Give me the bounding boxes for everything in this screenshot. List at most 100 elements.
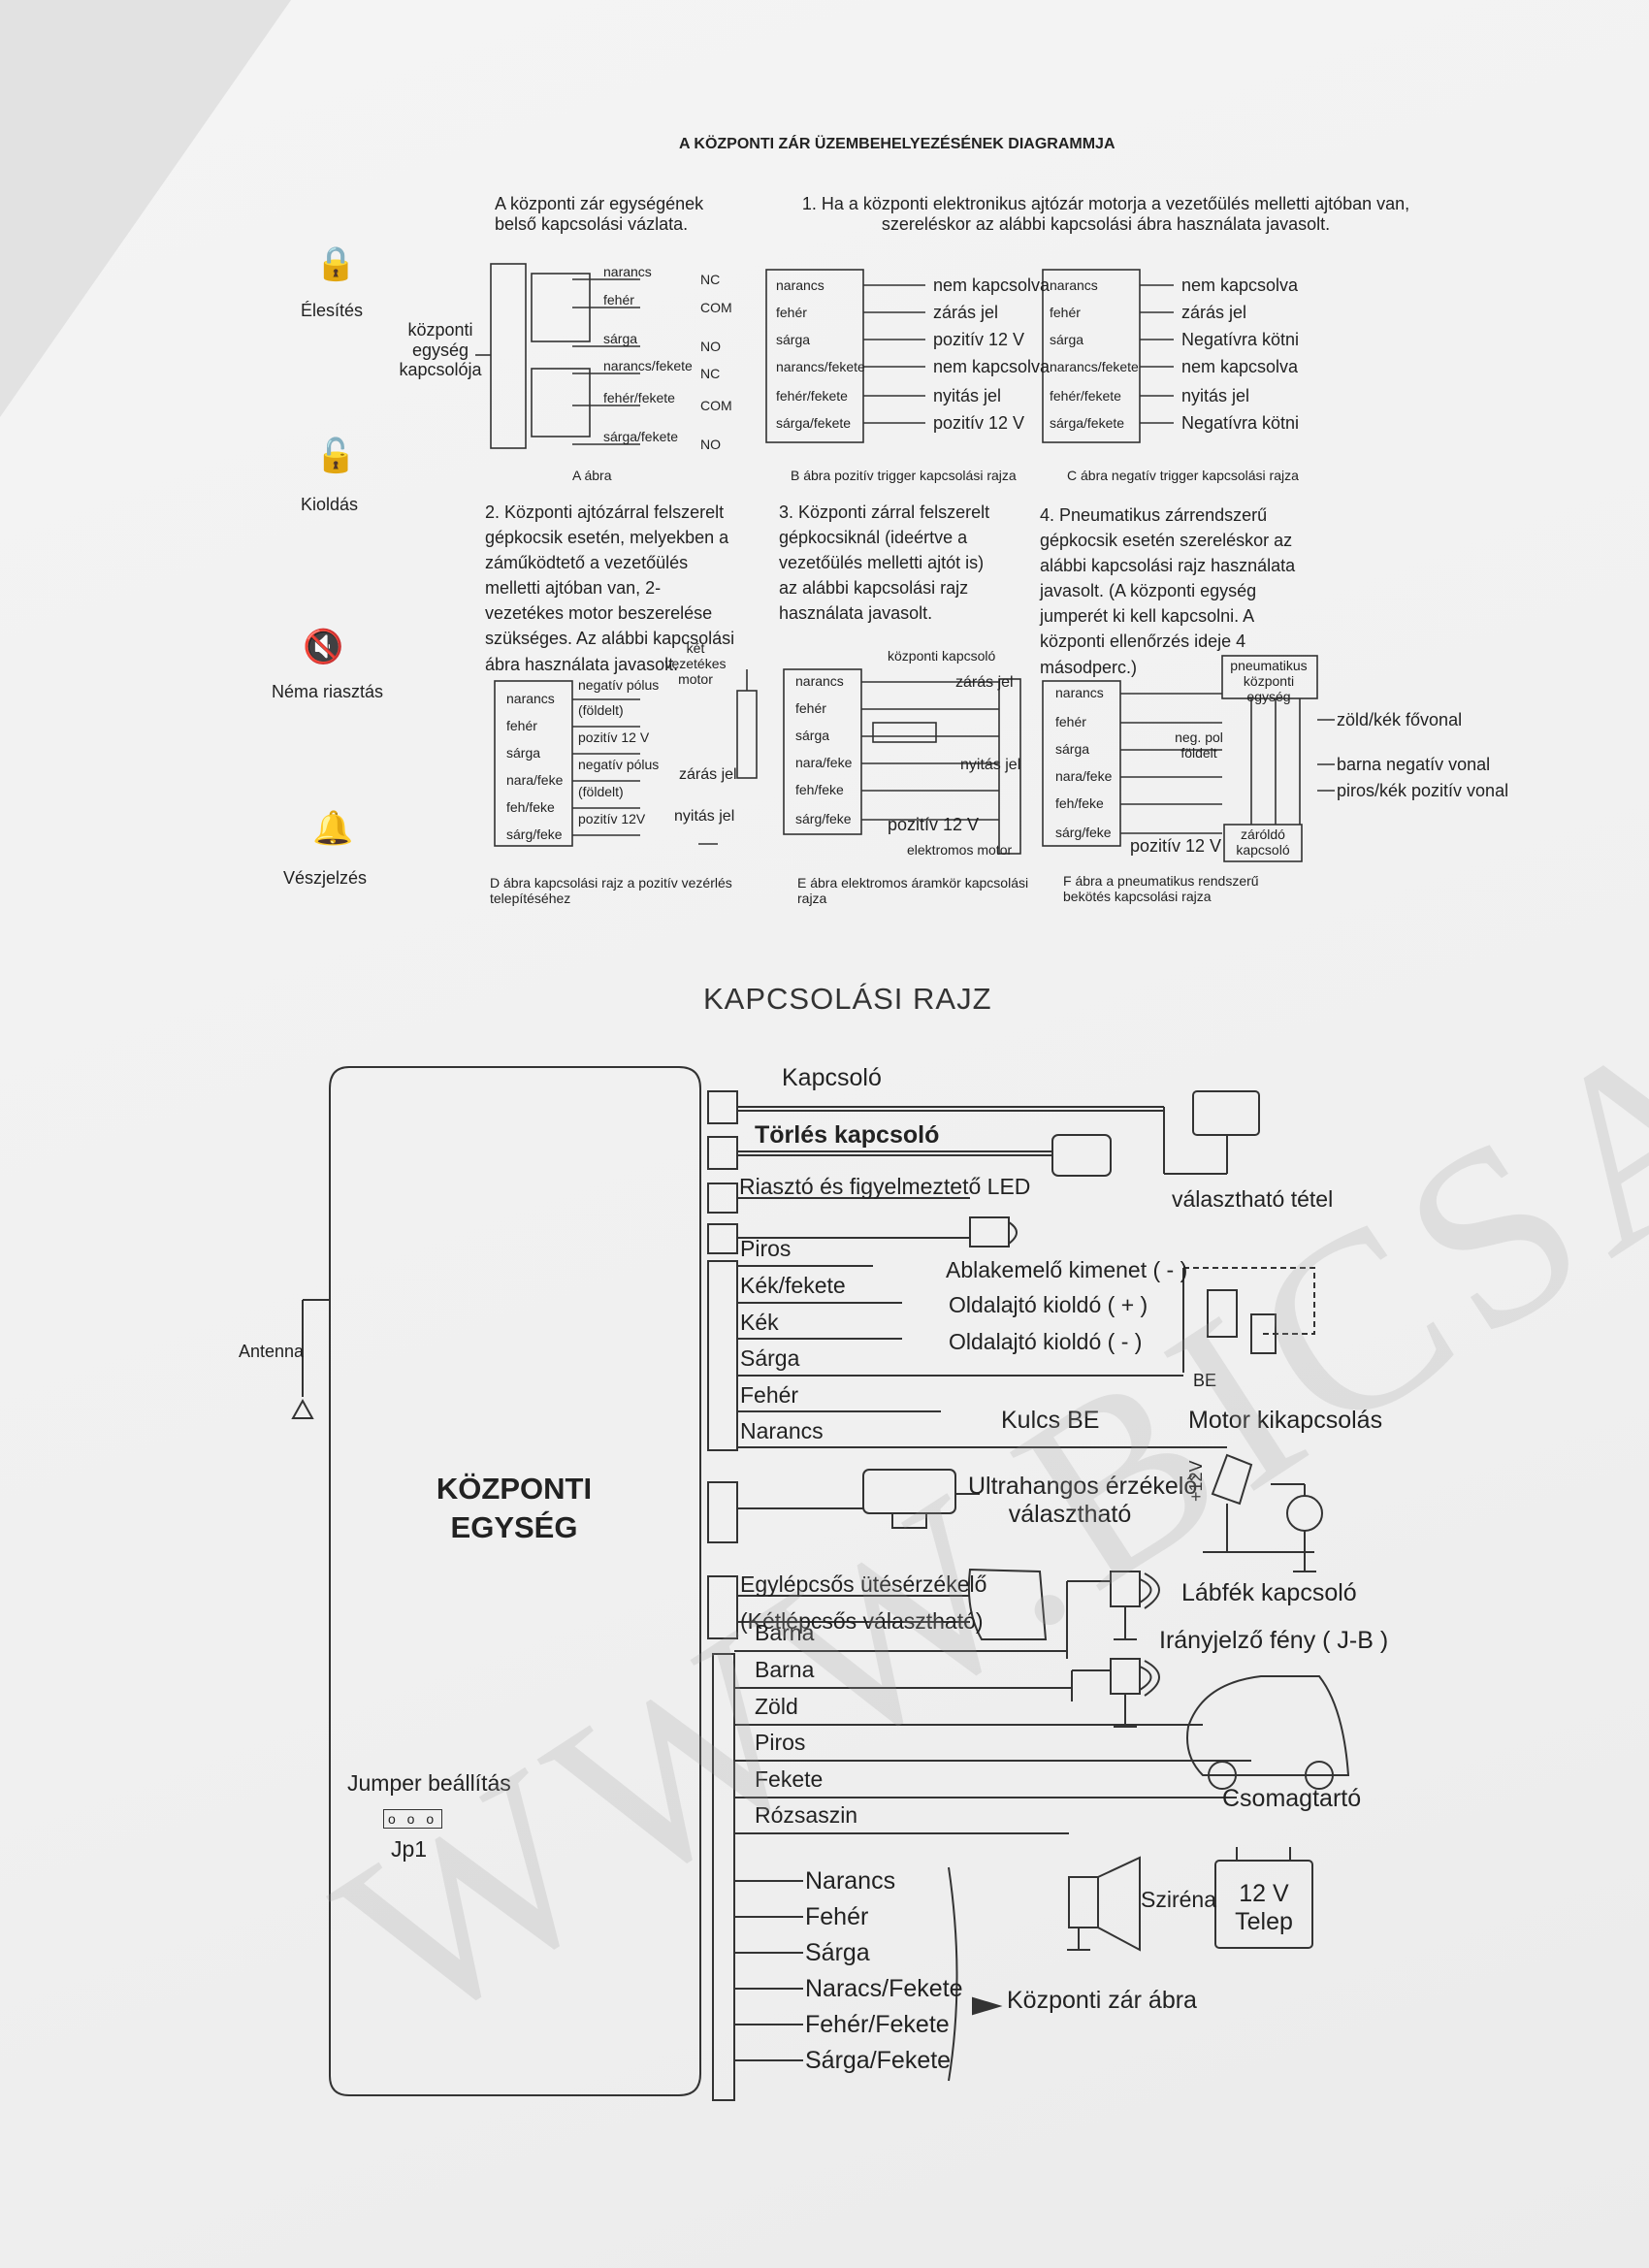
lock-wire-label: Fehér/Fekete (805, 2011, 950, 2038)
diagram-f-neg: neg. pol földelt (1175, 729, 1223, 761)
wiring-title: KAPCSOLÁSI RAJZ (703, 982, 992, 1016)
lock-open-icon: 🔓 (315, 437, 357, 474)
diagram-d-wire-label: nara/feke (506, 772, 564, 788)
output-key-on: Kulcs BE (1001, 1407, 1100, 1434)
diagram-d-pin-label: (földelt) (578, 784, 624, 799)
lock-wire-label: Naracs/Fekete (805, 1975, 963, 2002)
diagram-a-contact: NC (700, 366, 721, 381)
diagram-f-caption: F ábra a pneumatikus rendszerű bekötés k… (1063, 873, 1259, 905)
diagram-e-wire-label: sárga (795, 728, 830, 743)
sidebar-label-disarm: Kioldás (301, 495, 359, 514)
diagram-b-caption: B ábra pozitív trigger kapcsolási rajza (791, 468, 1017, 483)
diagram-c-target: Negatívra kötni (1181, 413, 1300, 433)
lock-wire-label: Fehér (805, 1903, 869, 1930)
ultrasonic-line-2: választható (1008, 1500, 1132, 1528)
sensor-wire-label: Zöld (755, 1694, 798, 1719)
diagram-f-wire-label: feh/feke (1055, 795, 1104, 811)
diagram-e-wire-label: feh/feke (795, 782, 844, 797)
diagram-d-wire-label: sárg/feke (506, 826, 563, 842)
main-wire-label: Narancs (740, 1418, 824, 1443)
sidebar-label-silent: Néma riasztás (272, 682, 384, 701)
be-label: BE (1193, 1371, 1217, 1390)
diagram-a-wire-label: fehér (603, 292, 634, 308)
diagram-c-wire-label: sárga (1050, 332, 1084, 347)
sensor-wire-label: Fekete (755, 1766, 824, 1792)
main-wire-label: Kapcsoló (782, 1064, 882, 1091)
ultrasonic-line-1: Ultrahangos érzékelő (968, 1473, 1198, 1500)
diagram-a-wire-label: narancs (603, 264, 652, 279)
diagram-a-wire-label: sárga (603, 331, 638, 346)
diagram-a-wire-label: sárga/fekete (603, 429, 679, 444)
diagram-e-close: zárás jel (955, 674, 1014, 691)
diagram-a-caption: A ábra (572, 468, 612, 483)
central-unit-line-2: EGYSÉG (450, 1510, 578, 1545)
lock-wire-label: Narancs (805, 1867, 896, 1895)
lock-closed-icon: 🔒 (315, 245, 357, 282)
diagram-d-motor: két vezetékes motor (664, 640, 727, 688)
section-4-text: 4. Pneumatikus zárrendszerű gépkocsik es… (1040, 505, 1296, 677)
main-wire-label: Kék (740, 1310, 779, 1335)
diagram-b-wire-label: narancs (776, 277, 824, 293)
diagram-a-side-label: központi egység kapcsolója (399, 320, 482, 380)
plus12-label: +12V (1186, 1460, 1206, 1502)
brake-switch-label: Lábfék kapcsoló (1181, 1579, 1357, 1606)
main-wire-label: Piros (740, 1236, 792, 1261)
diagram-a-wire-label: narancs/fekete (603, 358, 693, 373)
diagram-e-wire-label: narancs (795, 673, 844, 689)
diagram-f-line-2: barna negatív vonal (1337, 755, 1491, 774)
diagram-d-pin-label: negatív pólus (578, 757, 660, 772)
diagram-c-target: Negatívra kötni (1181, 330, 1300, 349)
diagram-b-wire-label: sárga (776, 332, 811, 347)
output-door-pos: Oldalajtó kioldó ( + ) (949, 1292, 1148, 1317)
bell-icon: 🔔 (312, 810, 354, 847)
diagram-d-wire-label: narancs (506, 691, 555, 706)
sensor-wire-label: Barna (755, 1657, 815, 1682)
diagram-a-contact: COM (700, 398, 732, 413)
diagram-f-lock: záróldó kapcsoló (1236, 826, 1290, 859)
diagram-c-wire-label: narancs/fekete (1050, 359, 1139, 374)
diagram-b-wire-label: fehér/fekete (776, 388, 848, 404)
diagram-e-pos: pozitív 12 V (888, 815, 980, 834)
diagram-c-caption: C ábra negatív trigger kapcsolási rajza (1067, 468, 1299, 483)
diagram-f-wire-label: fehér (1055, 714, 1086, 729)
lock-wire-label: Sárga/Fekete (805, 2047, 952, 2074)
diagram-c-target: zárás jel (1181, 303, 1247, 322)
diagram-d-wire-label: sárga (506, 745, 541, 761)
sensor-wire-label: Rózsaszin (755, 1802, 858, 1828)
diagram-b-wire-label: narancs/fekete (776, 359, 865, 374)
antenna-label: Antenna (239, 1342, 305, 1361)
diagram-a-intro: A központi zár egységének belső kapcsolá… (495, 194, 704, 234)
diagram-e-caption: E ábra elektromos áramkör kapcsolási raj… (797, 875, 1029, 907)
diagram-f-pos: pozitív 12 V (1130, 836, 1222, 856)
jumper-pins: o o o (383, 1809, 443, 1829)
diagram-b-target: nem kapcsolva (933, 357, 1051, 376)
battery-line-2: Telep (1235, 1907, 1293, 1935)
turn-signal-label: Irányjelző fény ( J-B ) (1159, 1627, 1389, 1654)
diagram-a-contact: NO (700, 339, 721, 354)
main-wire-label: Törlés kapcsoló (755, 1121, 940, 1149)
sidebar-label-panic: Vészjelzés (283, 868, 368, 888)
diagram-d-wire-label: feh/feke (506, 799, 555, 815)
speaker-mute-icon: 🔇 (303, 629, 344, 665)
page-fold-corner (0, 0, 291, 417)
diagram-c-target: nem kapcsolva (1181, 275, 1299, 295)
main-wire-label: Kék/fekete (740, 1273, 846, 1298)
section-2-text: 2. Központi ajtózárral felszerelt gépkoc… (485, 502, 735, 674)
diagram-c-wire-label: fehér/fekete (1050, 388, 1121, 404)
output-door-neg: Oldalajtó kioldó ( - ) (949, 1329, 1143, 1354)
diagram-c-target: nyitás jel (1181, 386, 1250, 405)
diagram-b-target: nyitás jel (933, 386, 1002, 405)
diagram-a-wire-label: fehér/fekete (603, 390, 675, 405)
diagram-f-line-3: piros/kék pozitív vonal (1337, 781, 1509, 800)
diagram-b-target: zárás jel (933, 303, 999, 322)
diagram-d-pin-label: (földelt) (578, 702, 624, 718)
motor-cut-label: Motor kikapcsolás (1188, 1407, 1383, 1434)
diagram-d-open: nyitás jel (674, 808, 735, 825)
diagram-d-pin-label: negatív pólus (578, 677, 660, 693)
diagram-f-line-1: zöld/kék fővonal (1337, 710, 1463, 729)
diagram-f-wire-label: sárg/feke (1055, 825, 1112, 840)
diagram-b-target: pozitív 12 V (933, 330, 1025, 349)
optional-item: választható tétel (1172, 1186, 1334, 1212)
lock-wire-label: Sárga (805, 1939, 870, 1966)
